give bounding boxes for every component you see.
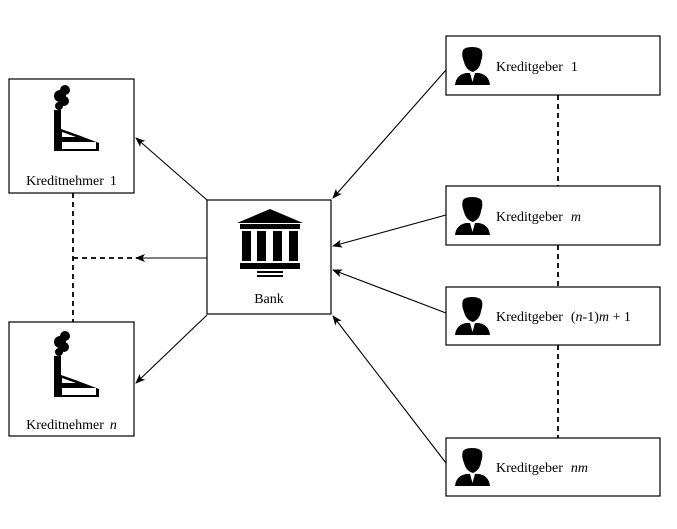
arrow-lender-n1m1-to-bank (332, 269, 447, 314)
arrow-lender-nm-to-bank (332, 315, 447, 464)
arrow-lender-1-to-bank (332, 69, 447, 199)
arrow-lender-m-to-bank (332, 214, 447, 248)
bank-label: Bank (254, 292, 284, 307)
lender-node-n-minus-1-m-plus-1: Kreditgeber(n-1)m + 1 (445, 286, 661, 346)
lender-n-minus-1-m-plus-1-label: Kreditgeber(n-1)m + 1 (496, 310, 631, 325)
arrow-bank-to-borrower-n (135, 314, 208, 384)
bank-node: Bank (206, 199, 332, 315)
arrow-bank-to-borrower-1 (135, 137, 208, 201)
